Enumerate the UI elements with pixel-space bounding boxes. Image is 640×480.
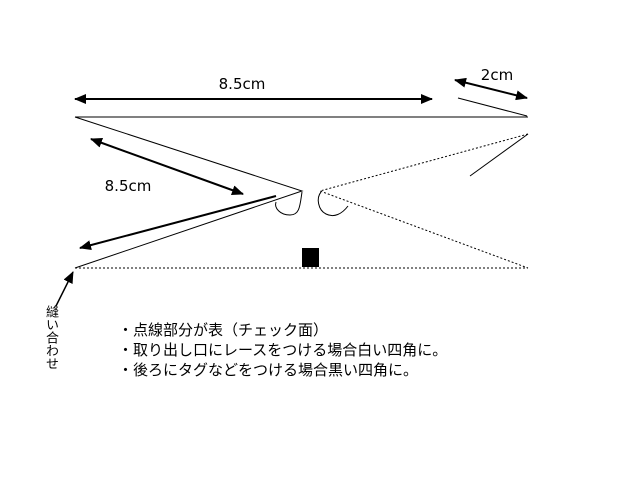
left-curl-tab bbox=[275, 191, 303, 216]
right-dotted-edge bbox=[318, 133, 529, 269]
fold-dimension-arrow bbox=[454, 77, 528, 101]
seam-pointer-arrow bbox=[55, 271, 74, 307]
side-dimension-arrow bbox=[90, 138, 244, 195]
side-dimension-label: 8.5cm bbox=[105, 177, 152, 195]
right-curl-tab bbox=[317, 191, 349, 217]
fold-dimension-label: 2cm bbox=[481, 66, 513, 84]
note-item: ・後ろにタグなどをつける場合黒い四角に。 bbox=[118, 361, 419, 379]
note-item: ・取り出し口にレースをつける場合白い四角に。 bbox=[118, 341, 448, 359]
fold-guide-line bbox=[457, 97, 528, 117]
tag-square-black bbox=[302, 248, 319, 267]
notes-list: ・点線部分が表（チェック面） ・取り出し口にレースをつける場合白い四角に。 ・後… bbox=[118, 320, 447, 380]
seam-label: 縫い合わせ bbox=[43, 305, 58, 370]
lower-side-arrow bbox=[79, 195, 277, 251]
right-fold-line bbox=[469, 133, 529, 177]
note-item: ・点線部分が表（チェック面） bbox=[118, 321, 329, 339]
top-dimension-label: 8.5cm bbox=[219, 75, 266, 93]
